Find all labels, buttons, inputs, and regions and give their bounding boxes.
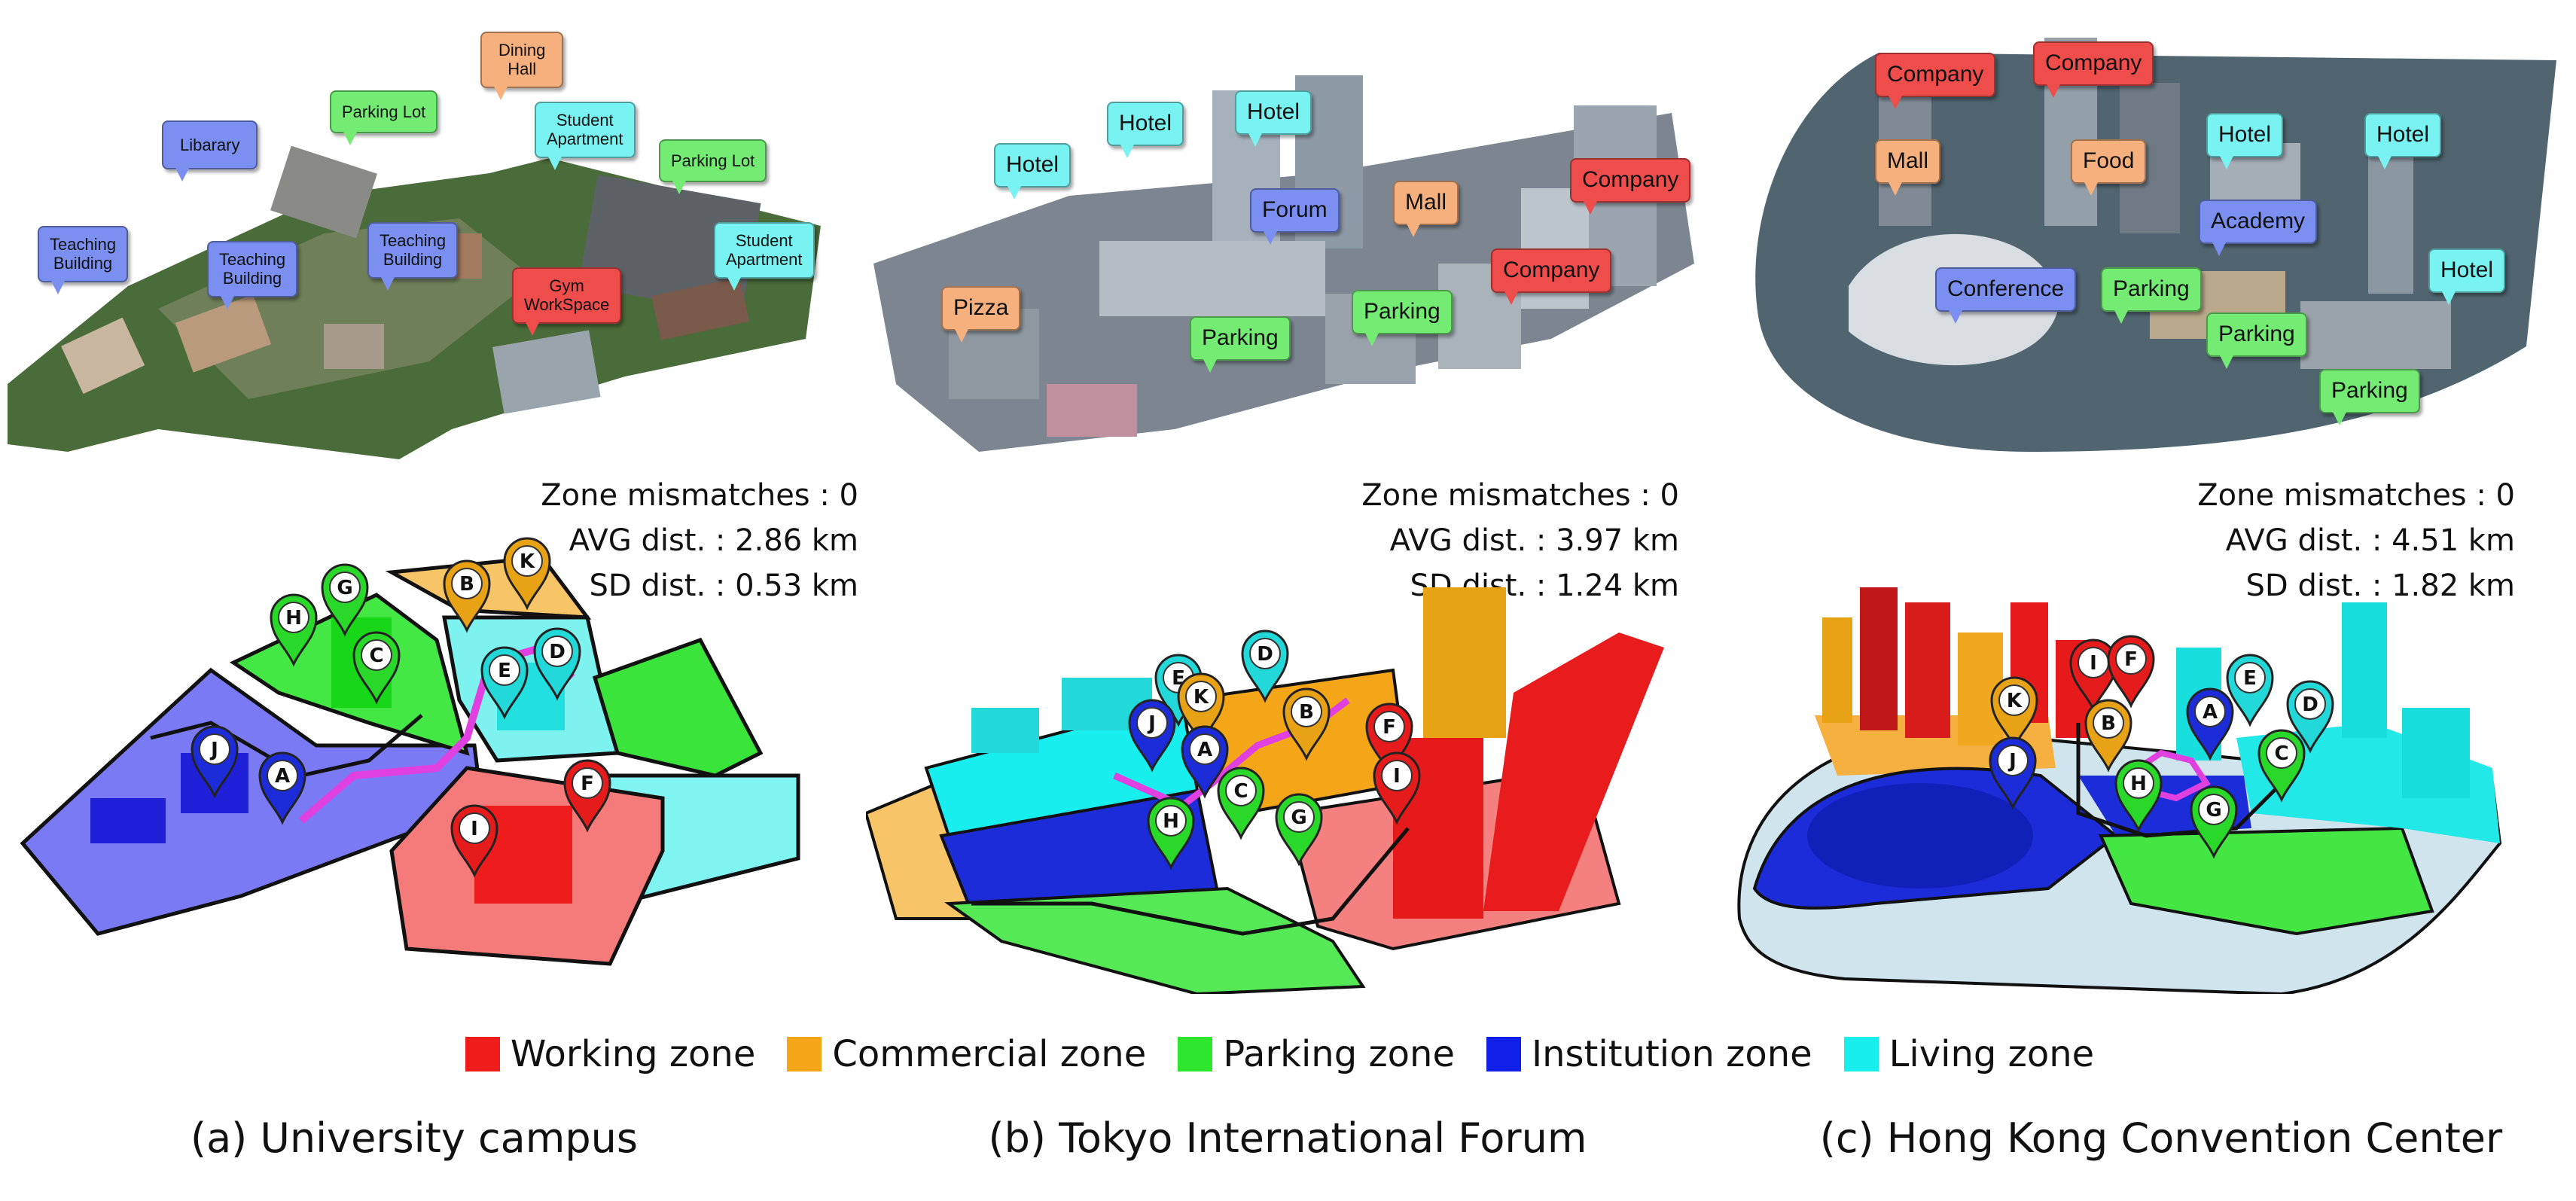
legend-label: Parking zone — [1223, 1033, 1455, 1075]
label-parking: Parking — [1190, 316, 1291, 373]
label-mall: Mall — [1875, 139, 1941, 196]
label-teaching-building: Teaching Building — [367, 222, 459, 291]
label-forum: Forum — [1250, 188, 1340, 245]
stat-zone-mismatches: Zone mismatches : 0 — [2197, 478, 2515, 513]
caption-panel-c: (c) Hong Kong Convention Center — [1819, 1114, 2503, 1162]
label-pizza: Pizza — [941, 286, 1021, 343]
legend-label: Commercial zone — [832, 1033, 1147, 1075]
label-food: Food — [2071, 139, 2147, 196]
label-hotel: Hotel — [2428, 248, 2506, 305]
legend-item-parking: Parking zone — [1178, 1033, 1455, 1075]
label-teaching-building: Teaching Building — [38, 226, 129, 294]
label-academy: Academy — [2199, 200, 2318, 256]
zone-map-tokyo — [864, 587, 1694, 996]
label-library: Libarary — [162, 120, 258, 182]
legend-item-commercial: Commercial zone — [787, 1033, 1146, 1075]
stats-block: Zone mismatches : 0 AVG dist. : 4.51 km … — [2108, 473, 2515, 608]
label-parking: Parking — [1352, 290, 1453, 346]
label-hotel: Hotel — [1107, 102, 1184, 158]
caption-panel-a: (a) University campus — [191, 1114, 638, 1162]
stat-avg-dist: AVG dist. : 4.51 km — [2225, 523, 2515, 558]
label-student-apartment: Student Apartment — [535, 102, 636, 170]
legend: Working zone Commercial zone Parking zon… — [0, 1024, 2576, 1084]
stat-avg-dist: AVG dist. : 2.86 km — [569, 523, 858, 558]
label-student-apartment: Student Apartment — [714, 222, 815, 291]
label-gym-workspace: Gym WorkSpace — [512, 267, 622, 336]
legend-label: Working zone — [510, 1033, 756, 1075]
label-parking: Parking — [2101, 267, 2202, 324]
legend-label: Institution zone — [1531, 1033, 1812, 1075]
zone-map-campus — [15, 527, 813, 994]
legend-swatch — [1486, 1037, 1521, 1071]
legend-swatch — [1843, 1037, 1879, 1071]
aerial-photo-campus — [8, 113, 821, 459]
label-parking-lot: Parking Lot — [330, 90, 438, 146]
label-company: Company — [1875, 53, 1996, 109]
caption-panel-b: (b) Tokyo International Forum — [988, 1114, 1587, 1162]
legend-swatch — [1178, 1037, 1213, 1071]
label-mall: Mall — [1393, 181, 1459, 237]
label-parking: Parking — [2319, 369, 2420, 425]
panel-university-campus: Teaching Building Libarary Teaching Buil… — [0, 0, 858, 1201]
label-dining-hall: Dining Hall — [480, 32, 564, 100]
zone-map-hongkong — [1724, 587, 2560, 996]
label-parking-lot: Parking Lot — [659, 139, 767, 195]
label-hotel: Hotel — [994, 143, 1072, 200]
panel-hong-kong: Company Company Mall Food Hotel Hotel Ac… — [1717, 0, 2575, 1201]
stat-avg-dist: AVG dist. : 3.97 km — [1389, 523, 1679, 558]
label-company: Company — [1491, 248, 1612, 305]
legend-label: Living zone — [1889, 1033, 2095, 1075]
label-teaching-building: Teaching Building — [207, 241, 298, 309]
panel-tokyo-forum: Hotel Hotel Hotel Forum Mall Company Com… — [858, 0, 1717, 1201]
label-parking: Parking — [2206, 312, 2307, 369]
stat-zone-mismatches: Zone mismatches : 0 — [1361, 478, 1679, 513]
label-hotel: Hotel — [2364, 113, 2442, 169]
stats-block: Zone mismatches : 0 AVG dist. : 2.86 km … — [422, 473, 858, 608]
stat-sd-dist: SD dist. : 1.82 km — [2245, 568, 2515, 603]
legend-item-institution: Institution zone — [1486, 1033, 1812, 1075]
aerial-photo-hongkong — [1728, 30, 2556, 452]
label-hotel: Hotel — [1235, 90, 1312, 147]
label-company: Company — [2033, 41, 2154, 98]
label-conference: Conference — [1935, 267, 2077, 324]
legend-item-living: Living zone — [1843, 1033, 2095, 1075]
legend-swatch — [787, 1037, 822, 1071]
stat-sd-dist: SD dist. : 0.53 km — [589, 568, 858, 603]
stat-zone-mismatches: Zone mismatches : 0 — [541, 478, 858, 513]
label-company: Company — [1570, 158, 1691, 215]
legend-swatch — [465, 1037, 500, 1071]
label-hotel: Hotel — [2206, 113, 2284, 169]
legend-item-working: Working zone — [465, 1033, 756, 1075]
